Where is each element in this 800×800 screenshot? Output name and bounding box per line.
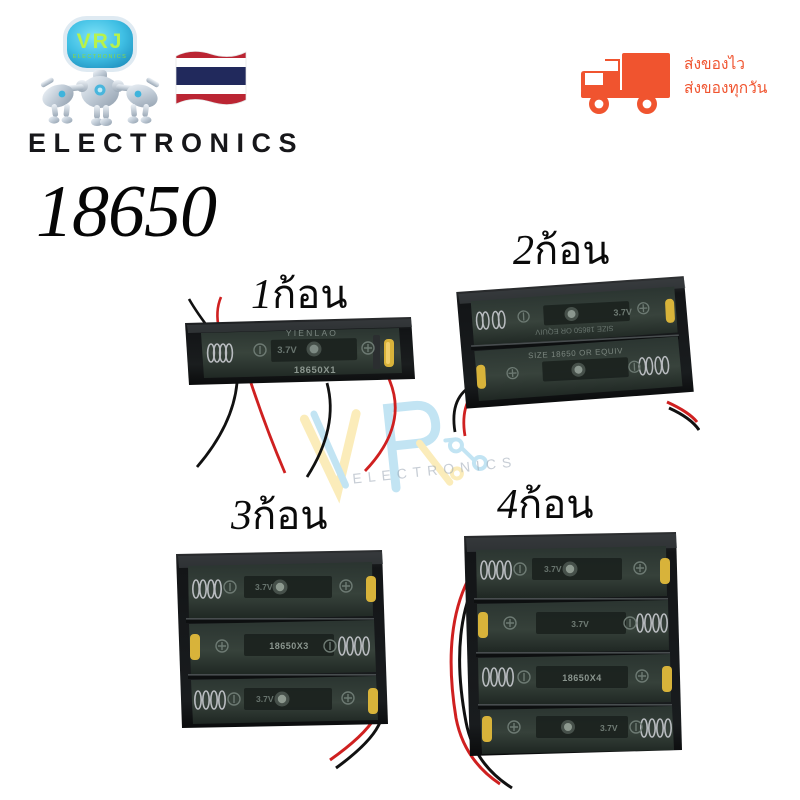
qty-number-1: 1 (251, 272, 272, 318)
svg-text:3.7V: 3.7V (544, 564, 562, 574)
brand-wordmark: ELECTRONICS (28, 128, 305, 158)
qty-number-3: 3 (231, 493, 252, 539)
battery-holder-3-cell: 3.7V 18650X3 (160, 528, 410, 778)
shipping-text-block: ส่งของไว ส่งของทุกวัน (684, 52, 800, 100)
shipping-line-1: ส่งของไว (684, 55, 746, 73)
qty-label-2-cell: 2ก้อน (513, 218, 610, 282)
robot-mascot-icon: VRJ ELECTRONICS (38, 12, 162, 132)
holder-model-marking: 18650X1 (294, 365, 336, 376)
holder-brand-marking: YIENLAO (286, 328, 338, 338)
qty-unit-2: ก้อน (534, 228, 610, 274)
qty-unit-4: ก้อน (518, 482, 594, 528)
battery-holder-2-cell: 3.7V SIZE 18650 OR EQUIV (445, 272, 701, 452)
svg-text:ELECTRONICS: ELECTRONICS (73, 54, 128, 60)
delivery-truck-icon (578, 47, 674, 117)
page-title: 18650 (36, 171, 217, 253)
qty-label-1-cell: 1ก้อน (251, 262, 348, 326)
holder3-model-marking: 18650X3 (269, 641, 309, 651)
qty-unit-1: ก้อน (272, 272, 348, 318)
qty-label-4-cell: 4ก้อน (497, 472, 594, 536)
holder2-model-marking: SIZE 18650 OR EQUIV (535, 324, 614, 337)
holder4-model-marking: 18650X4 (562, 673, 602, 683)
svg-text:3.7V: 3.7V (600, 723, 618, 733)
battery-holder-4-cell: 3.7V 3.7V (440, 522, 700, 790)
svg-text:VRJ: VRJ (77, 30, 124, 53)
holder-voltage-marking: 3.7V (277, 345, 297, 356)
qty-number-4: 4 (497, 482, 518, 528)
thai-flag-icon (172, 42, 250, 116)
svg-text:3.7V: 3.7V (256, 694, 274, 704)
shipping-line-2: ส่งของทุกวัน (684, 79, 768, 97)
svg-text:3.7V: 3.7V (571, 619, 589, 629)
svg-text:3.7V: 3.7V (613, 307, 632, 318)
svg-text:3.7V: 3.7V (255, 582, 273, 592)
qty-label-3-cell: 3ก้อน (231, 483, 328, 547)
qty-number-2: 2 (513, 228, 534, 274)
qty-unit-3: ก้อน (252, 493, 328, 539)
battery-holder-1-cell: YIENLAO 3.7V 18650X1 (175, 295, 425, 485)
